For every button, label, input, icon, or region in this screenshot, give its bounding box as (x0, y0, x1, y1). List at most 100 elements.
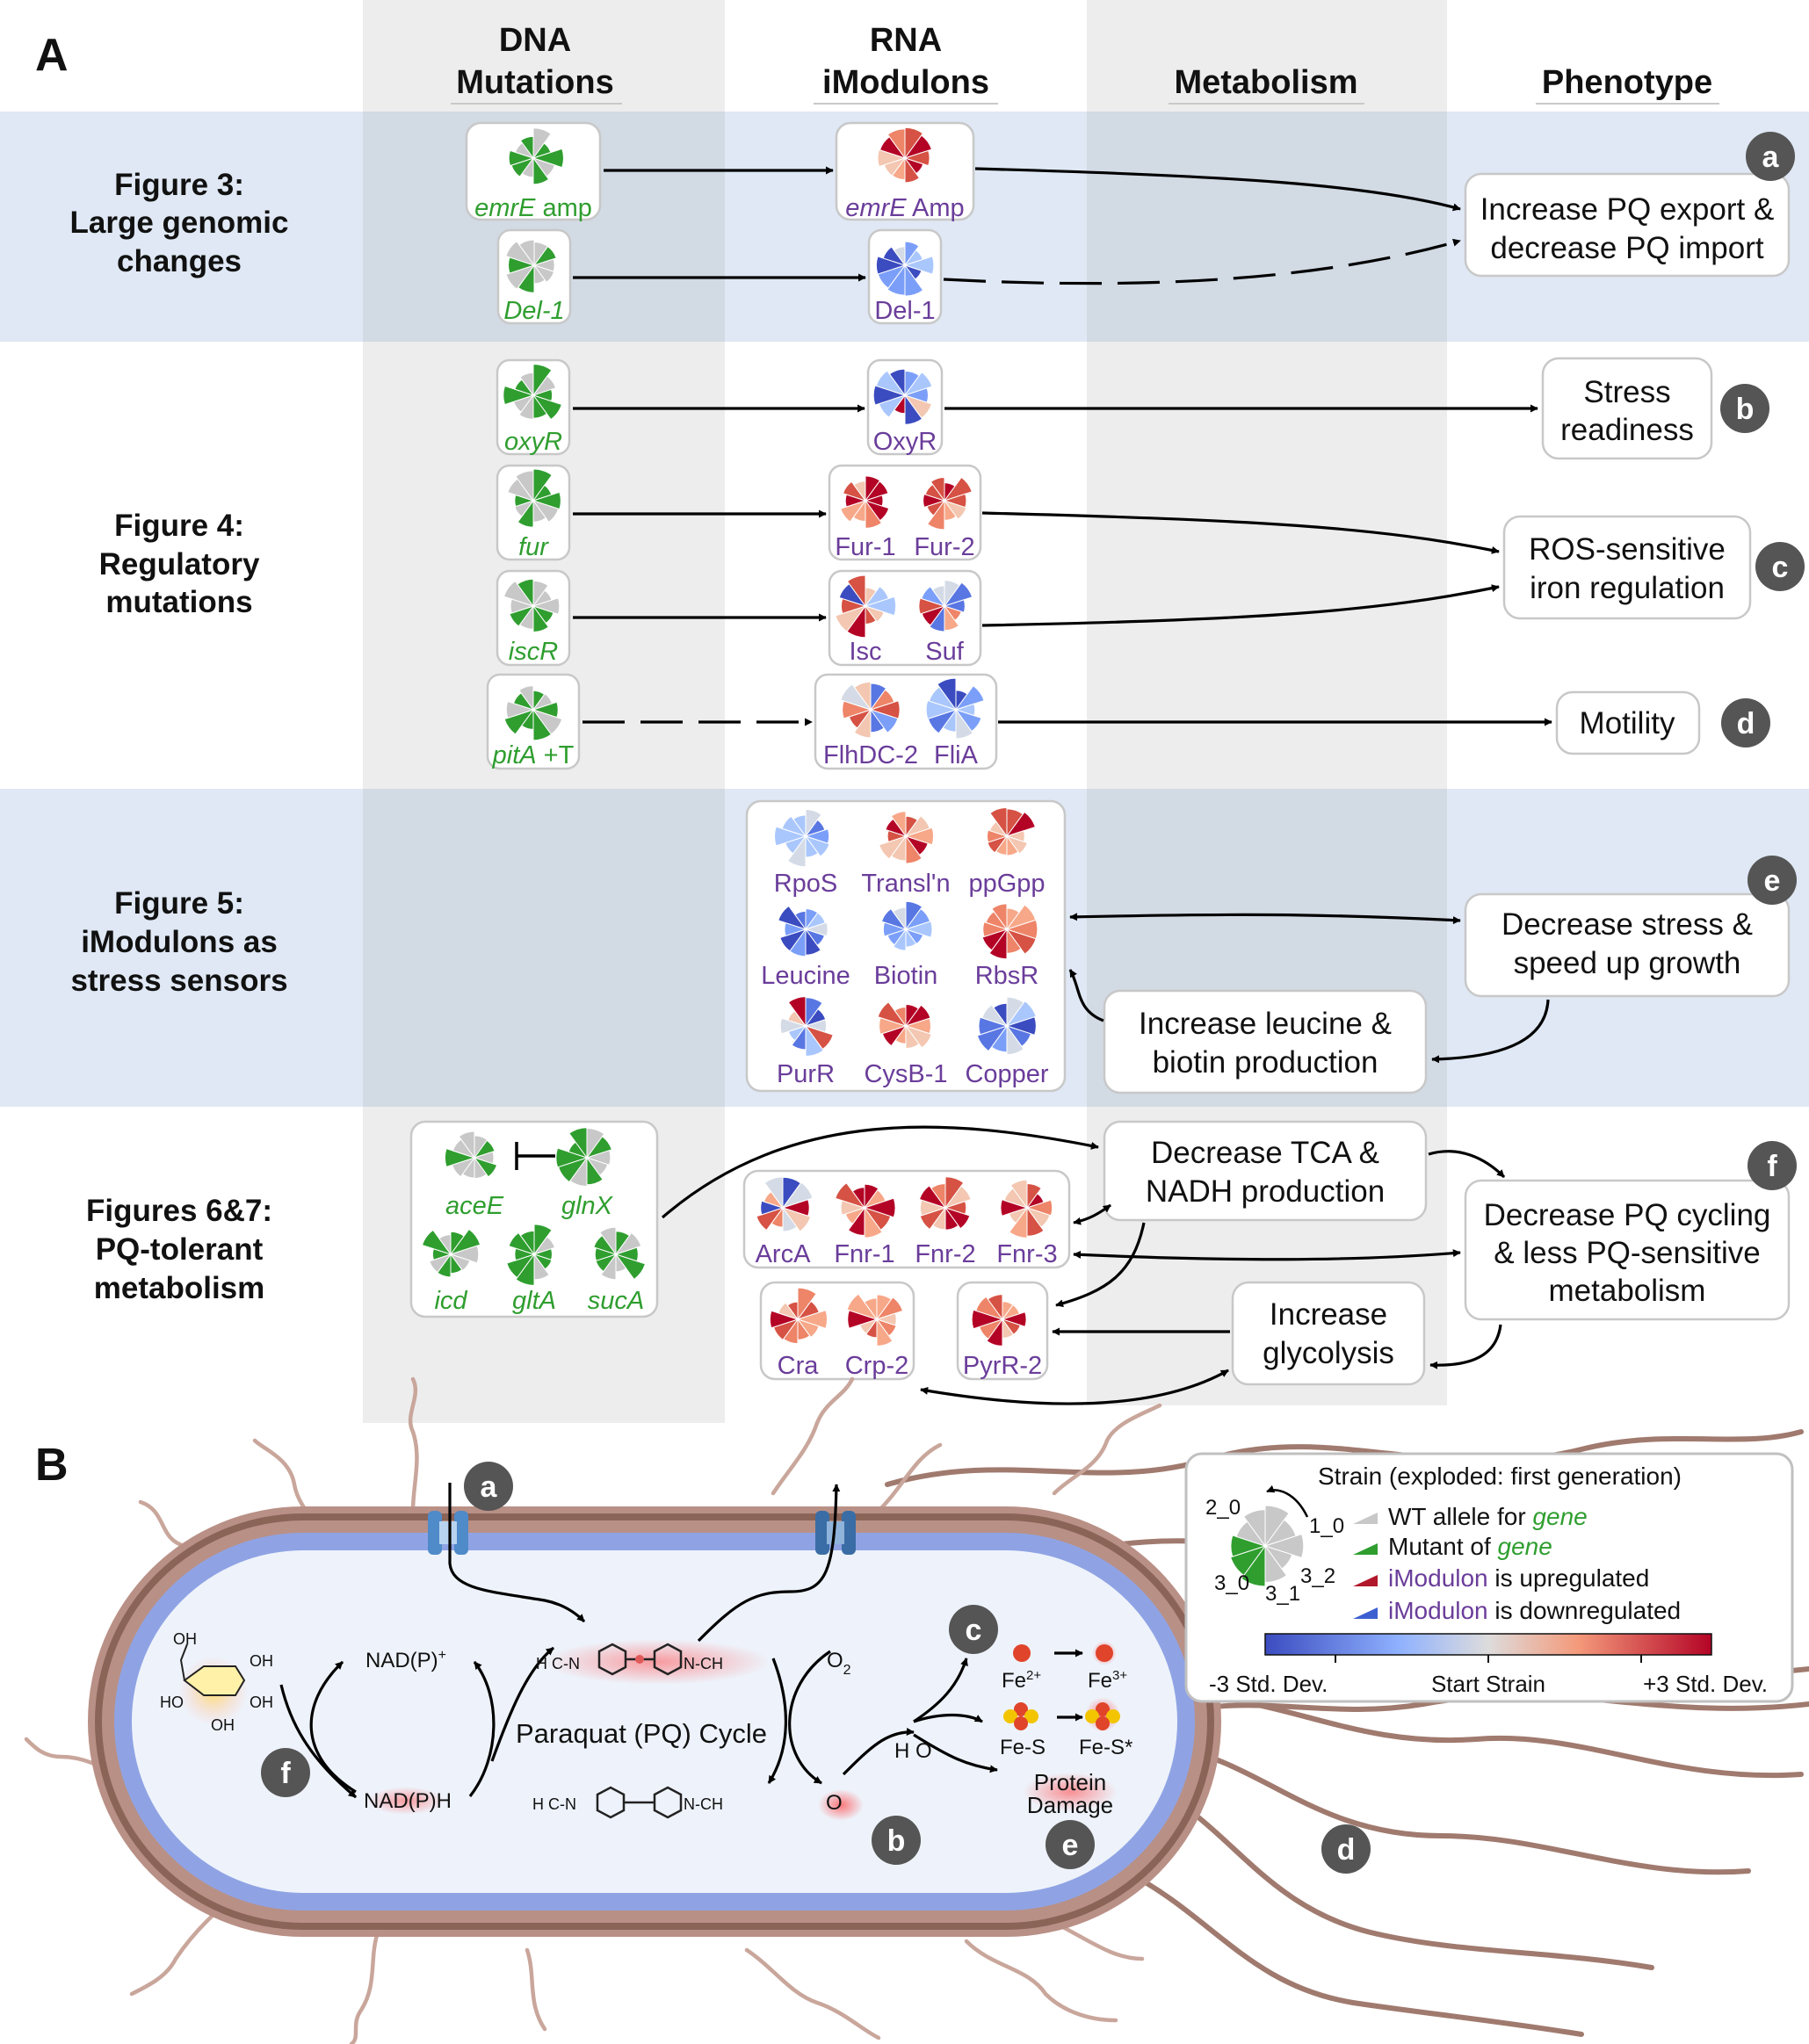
imodulon-label-purr: PurR (777, 1060, 835, 1088)
legend: Strain (exploded: first generation) 2_0 … (1184, 1452, 1794, 1703)
phenotype-box-f (1464, 1179, 1791, 1321)
legend-swatch-down (1353, 1607, 1378, 1619)
arrow-arca-pheno-f (1073, 1249, 1461, 1261)
pq-ox-methyl-right: N-CH (684, 1655, 723, 1672)
arrow-tca-to-pyrr (1055, 1222, 1146, 1308)
imodulon-label-flhdc2: FlhDC-2 (823, 741, 918, 769)
section-labels: Figure 3: Large genomic changes Figure 4:R… (70, 168, 289, 1305)
imodulon-label-suf: Suf (925, 638, 964, 666)
arrow-pheno-e-to-leucine (1431, 999, 1550, 1064)
arrow-fur-to-pheno-c (981, 511, 1500, 554)
imodulon-label-cra: Cra (778, 1352, 820, 1380)
cell-badge-f-text: f (280, 1757, 291, 1790)
membrane-transporters (428, 1511, 856, 1555)
pie-imodulon-ppgpp (987, 806, 1037, 856)
pie-imodulon-emre (877, 126, 933, 184)
iron-species: Fe2+ Fe3+ Fe-S Fe-S* (1000, 1641, 1132, 1759)
imodulon-label-ppgpp: ppGpp (968, 870, 1045, 898)
phenotype-f-l2: & less PQ-sensitive (1494, 1236, 1760, 1270)
phenotype-box-e (1464, 892, 1791, 998)
imodulon-label-rpos: RpoS (774, 870, 838, 898)
imodulon-box-arca-fnr (742, 1169, 1071, 1269)
imodulon-label-fnr2: Fnr-2 (915, 1240, 975, 1268)
mutation-label-acee: aceE (445, 1192, 504, 1220)
glyph-labels: emrE amp Del-1 emrE Amp Del-1 oxyR OxyR … (434, 194, 1057, 1380)
arrow-leucine-to-stress (1068, 969, 1104, 1022)
legend-scale-left: -3 Std. Dev. (1209, 1671, 1328, 1697)
nadp-plus: NAD(P)+ (365, 1648, 446, 1672)
metabolism-box-glycolysis (1231, 1281, 1426, 1386)
arrow-superoxide-to-h2o2 (842, 1727, 915, 1776)
column-header-dna-line2: Mutations (456, 64, 613, 101)
arrow-glucose-to-nadph (279, 1684, 358, 1799)
fe3-sup: 3+ (1112, 1668, 1127, 1683)
phenotype-a-l2: decrease PQ import (1490, 231, 1764, 265)
badge-a-text: a (1762, 141, 1780, 174)
paraquat-oxidized: H C-N N-CH (536, 1639, 771, 1685)
legend-pie-label-32: 3_2 (1300, 1564, 1335, 1588)
arrow-cra-glycolysis (920, 1369, 1229, 1405)
glucose-oh-5: OH (211, 1716, 235, 1734)
pie-imodulon-fur1 (840, 475, 890, 529)
phenotype-f-l3: metabolism (1549, 1274, 1706, 1308)
phenotype-c-l1: ROS-sensitive (1529, 532, 1726, 567)
section-fig4-l2: Regulatory (99, 547, 260, 581)
pie-imodulon-biotin (880, 900, 933, 951)
transporter-export (815, 1511, 856, 1555)
glucose-molecule: OH OH HO OH OH (160, 1630, 273, 1734)
section-fig3-l1: Figure 3: (114, 168, 244, 202)
legend-row-down: iModulon is downregulated (1388, 1597, 1681, 1624)
legend-mut-a: Mutant of (1388, 1533, 1498, 1560)
imodulon-label-fur2: Fur-2 (914, 533, 974, 561)
metabolism-leucine-l1: Increase leucine & (1139, 1007, 1392, 1041)
pq-ox-methyl-left: H C-N (536, 1655, 580, 1672)
arrow-h2o2-to-protein (913, 1733, 998, 1773)
pie-imodulon-rbsr (981, 903, 1038, 960)
arrow-del1-to-pheno-a (943, 238, 1461, 285)
section-fig3-l2: Large genomic (70, 206, 289, 240)
metabolism-text-leucine: Increase leucine &biotin production (1139, 1007, 1392, 1080)
section-fig3-l3: changes (117, 244, 242, 278)
legend-row-wt: WT allele for gene (1388, 1503, 1588, 1530)
nadp-plus-sup: + (438, 1648, 446, 1663)
imodulon-label-transln: Transl'n (861, 870, 950, 898)
legend-pie-label-10: 1_0 (1309, 1514, 1344, 1538)
pie-mutation-glnx (555, 1127, 612, 1188)
legend-title: Strain (exploded: first generation) (1318, 1463, 1682, 1490)
imodulon-emre-name: emrE (845, 194, 907, 222)
pie-imodulon-del1 (875, 241, 935, 297)
imodulon-label-oxyr: OxyR (873, 428, 937, 456)
section-label-fig3: Figure 3: Large genomic changes (70, 168, 289, 278)
arrow-h2o2-to-fes (913, 1713, 983, 1723)
mutation-label-fur: fur (518, 533, 549, 561)
phenotype-e-l2: speed up growth (1514, 946, 1741, 980)
acee-glnx-inhibition (515, 1142, 555, 1170)
section-fig67-l1: Figures 6&7: (86, 1194, 272, 1228)
imodulon-label-crp2: Crp-2 (845, 1352, 909, 1380)
o2-sub: 2 (843, 1663, 851, 1678)
section-fig5-l3: stress sensors (70, 964, 287, 998)
mutation-label-glta: gltA (512, 1287, 556, 1315)
imodulon-label-emre: emrE Amp (845, 194, 964, 222)
glucose-oh-2: OH (250, 1652, 273, 1670)
badge-c: c (1755, 542, 1805, 591)
column-header-rna-line2: iModulons (822, 64, 989, 101)
column-header-metabolism-line1: Metabolism (1174, 64, 1357, 101)
pie-imodulon-cra (769, 1287, 828, 1345)
cell-badge-c: c (949, 1605, 998, 1654)
protein-damage-l2: Damage (1027, 1792, 1113, 1818)
legend-scale-mid: Start Strain (1431, 1671, 1545, 1697)
pq-red-methyl-right: N-CH (684, 1795, 723, 1813)
cell-badge-b: b (872, 1816, 921, 1865)
pie-mutation-iscr (503, 578, 561, 633)
badge-d-text: d (1737, 707, 1755, 740)
legend-down-b: is downregulated (1488, 1597, 1681, 1624)
cell-badge-c-text: c (966, 1614, 982, 1647)
legend-pie-label-30: 3_0 (1214, 1571, 1249, 1595)
mutation-pita-name: pitA (492, 741, 537, 769)
